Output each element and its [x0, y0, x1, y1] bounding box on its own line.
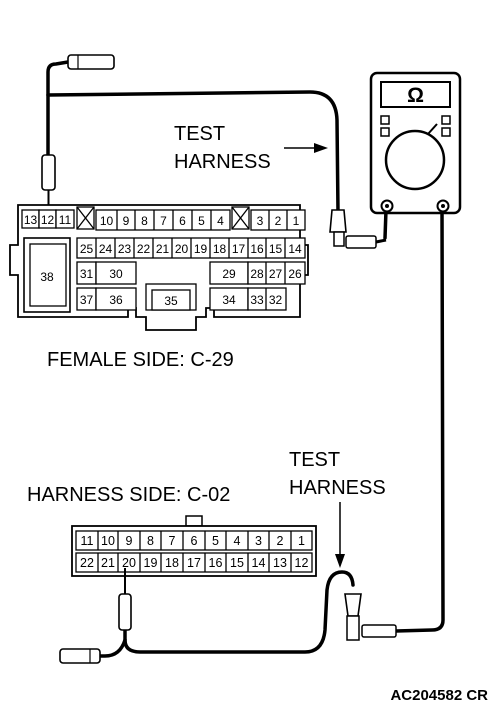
c29-pin: 14 [288, 242, 302, 256]
bottom-probe [118, 568, 132, 631]
c02-pin: 11 [81, 534, 94, 548]
c29-pin: 25 [80, 242, 94, 256]
c02-pin: 3 [255, 534, 262, 548]
c02-pin: 12 [295, 556, 309, 570]
c29-pin: 21 [156, 242, 170, 256]
meter-left-lead [383, 208, 388, 240]
c29-pin: 11 [59, 213, 72, 227]
c29-pin: 5 [198, 214, 205, 228]
c29-pin: 17 [232, 242, 246, 256]
c29-pin: 37 [80, 293, 94, 307]
c29-pin: 8 [141, 214, 148, 228]
ohmmeter: Ω [369, 71, 462, 215]
c02-pin: 18 [165, 556, 179, 570]
test-harness-bottom-line2: HARNESS [289, 477, 386, 499]
c29-pin: 36 [109, 293, 123, 307]
c29-pin: 1 [293, 214, 300, 228]
c02-pin: 9 [126, 534, 133, 548]
c02-pin: 2 [277, 534, 284, 548]
c29-pin: 35 [164, 294, 178, 308]
c02-pin: 8 [147, 534, 154, 548]
c29-pin: 16 [250, 242, 264, 256]
c29-pin: 31 [80, 267, 94, 281]
c29-pin: 23 [118, 242, 132, 256]
bottom-harness-clip [344, 593, 397, 641]
top-probe [41, 154, 56, 213]
top-plug-end [67, 54, 115, 70]
c29-pin: 18 [213, 242, 227, 256]
c29-pin: 10 [100, 214, 114, 228]
top-harness-clip [329, 209, 387, 249]
test-harness-top-arrow [284, 143, 328, 153]
c29-pin: 24 [99, 242, 113, 256]
test-harness-top-line2: HARNESS [174, 151, 271, 173]
c02-pin: 22 [80, 556, 94, 570]
figure-code: AC204582 CR [390, 687, 488, 704]
c02-pin: 19 [144, 556, 158, 570]
c02-pin: 6 [191, 534, 198, 548]
c29-pin: 13 [24, 213, 38, 227]
c02-pin: 20 [122, 556, 136, 570]
selector-dial [384, 129, 446, 191]
c29-pin: 3 [257, 214, 264, 228]
top-harness-wire [46, 90, 340, 214]
bottom-lead-to-plug [94, 638, 127, 658]
c02-pin: 13 [273, 556, 287, 570]
test-harness-top-line1: TEST [174, 123, 225, 145]
c29-pin: 38 [40, 270, 54, 284]
meter-right-lead [394, 206, 445, 633]
c02-pin: 14 [252, 556, 266, 570]
c29-pin: 19 [194, 242, 208, 256]
c02-pin: 1 [298, 534, 305, 548]
c29-pin: 34 [222, 293, 236, 307]
c29-pin-labels: 13 12 11 10 9 8 7 6 5 4 3 2 1 25 24 23 2… [24, 213, 302, 308]
c29-pin: 26 [288, 267, 302, 281]
c02-pin: 17 [187, 556, 201, 570]
c29-pin: 4 [217, 214, 224, 228]
c02-pin: 10 [101, 534, 115, 548]
c29-pin: 2 [275, 214, 282, 228]
test-harness-bottom-arrow [335, 502, 345, 568]
c29-pin: 7 [160, 214, 167, 228]
connector-c02 [71, 515, 317, 577]
c29-pin: 33 [250, 293, 264, 307]
c29-pin: 28 [250, 267, 264, 281]
c02-pin: 15 [230, 556, 244, 570]
bottom-plug-end [59, 648, 101, 664]
female-side-label: FEMALE SIDE: C-29 [47, 349, 234, 371]
c29-pin: 9 [123, 214, 130, 228]
c29-pin: 20 [175, 242, 189, 256]
c29-pin: 30 [109, 267, 123, 281]
c02-pin-labels: 11 10 9 8 7 6 5 4 3 2 1 22 21 20 19 18 1… [80, 534, 308, 570]
c29-pin: 22 [137, 242, 151, 256]
c29-pin: 15 [269, 242, 283, 256]
bottom-harness-wire [123, 570, 355, 654]
test-harness-wires [46, 60, 445, 658]
harness-side-label: HARNESS SIDE: C-02 [27, 484, 230, 506]
test-harness-bottom-line1: TEST [289, 449, 340, 471]
c29-pin: 6 [179, 214, 186, 228]
c29-pin: 32 [269, 293, 283, 307]
connector-c29 [9, 204, 309, 331]
c02-pin: 7 [169, 534, 176, 548]
c02-pin: 4 [234, 534, 241, 548]
c02-pin: 16 [209, 556, 223, 570]
c02-pin: 5 [212, 534, 219, 548]
top-lead-to-plug [46, 60, 70, 164]
ohm-symbol: Ω [407, 84, 424, 107]
c29-pin: 29 [222, 267, 236, 281]
c29-pin: 27 [269, 267, 283, 281]
c29-pin: 12 [41, 213, 55, 227]
c02-pin: 21 [101, 556, 115, 570]
